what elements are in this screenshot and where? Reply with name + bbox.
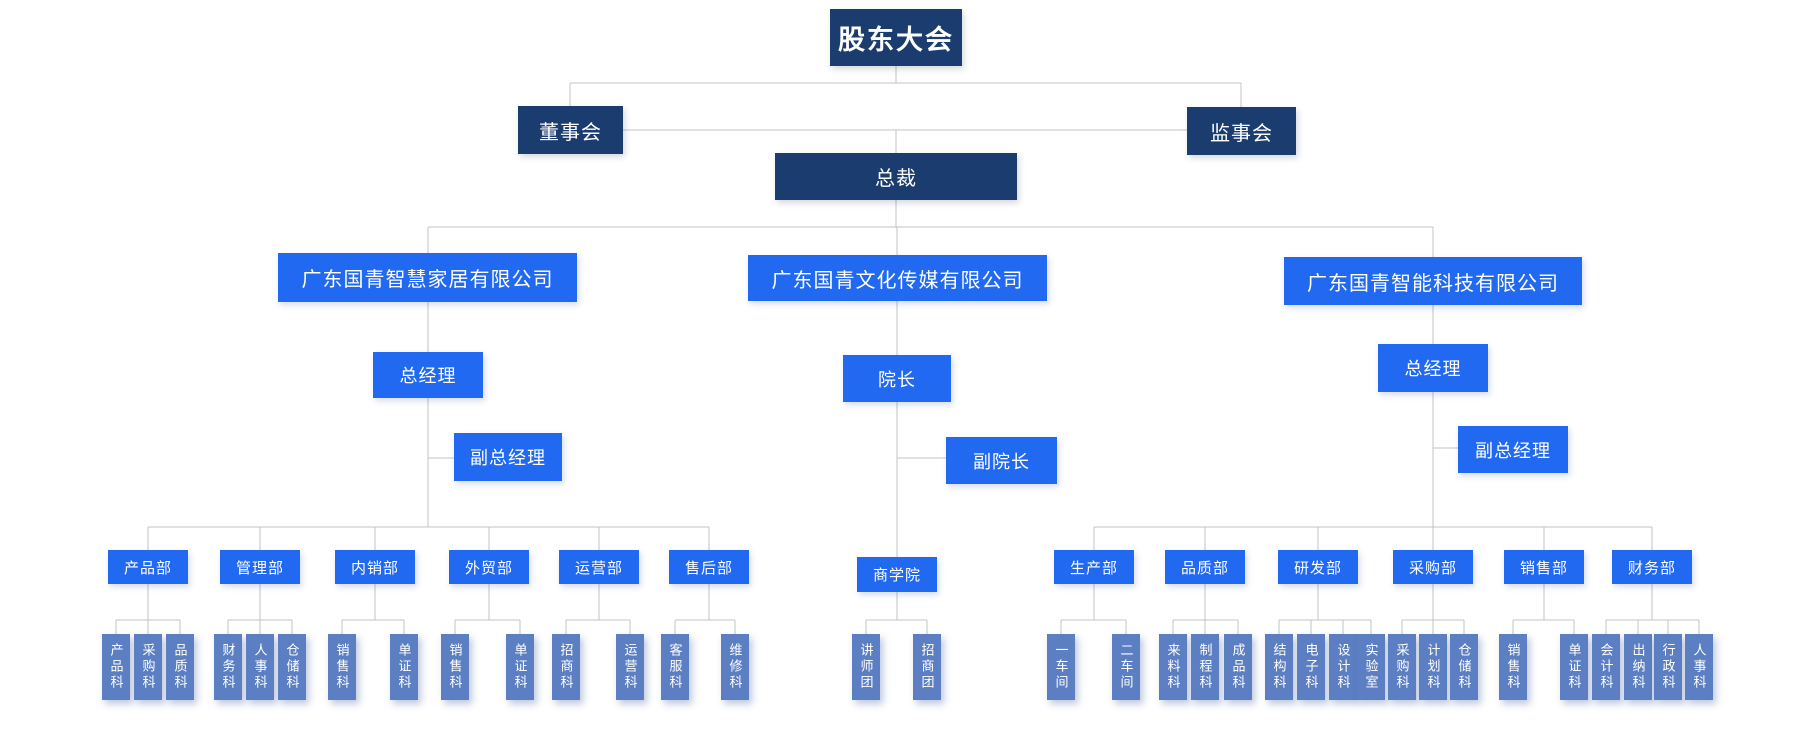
node-section-design: 设计科 [1329, 634, 1357, 700]
node-section-purchasing: 采购科 [1388, 634, 1416, 700]
node-president: 总裁 [775, 153, 1017, 200]
node-dept-quality: 品质部 [1165, 550, 1245, 584]
node-deputy-general-manager-1: 副总经理 [454, 433, 562, 481]
node-section-product: 产品科 [102, 634, 130, 700]
node-section-incoming-material: 来料科 [1159, 634, 1187, 700]
node-dean: 院长 [843, 355, 951, 402]
node-subsidiary-smart-tech: 广东国青智能科技有限公司 [1284, 257, 1582, 305]
node-section-merchants: 招商科 [552, 634, 580, 700]
node-general-manager-1: 总经理 [373, 352, 483, 398]
node-dept-after-sales: 售后部 [669, 550, 749, 584]
node-section-finished-goods: 成品科 [1224, 634, 1252, 700]
node-general-manager-3: 总经理 [1378, 344, 1488, 392]
node-subsidiary-smart-home: 广东国青智慧家居有限公司 [278, 253, 577, 302]
node-section-process: 制程科 [1191, 634, 1219, 700]
node-section-purchasing: 采购科 [134, 634, 162, 700]
node-board-of-directors: 董事会 [518, 106, 623, 154]
node-dept-product: 产品部 [108, 550, 188, 584]
node-dept-finance: 财务部 [1612, 550, 1692, 584]
node-subsidiary-culture-media: 广东国青文化传媒有限公司 [748, 255, 1047, 301]
node-dept-production: 生产部 [1054, 550, 1134, 584]
node-section-hr: 人事科 [246, 634, 274, 700]
node-dept-domestic-sales: 内销部 [335, 550, 415, 584]
node-section-customer-service: 客服科 [661, 634, 689, 700]
node-section-documentation: 单证科 [506, 634, 534, 700]
node-deputy-dean: 副院长 [946, 437, 1057, 484]
node-section-sales: 销售科 [328, 634, 356, 700]
node-section-administration: 行政科 [1654, 634, 1682, 700]
node-dept-purchasing: 采购部 [1393, 550, 1473, 584]
node-dept-rd: 研发部 [1278, 550, 1358, 584]
node-section-repair: 维修科 [721, 634, 749, 700]
node-section-lecturers: 讲师团 [852, 634, 880, 700]
node-section-sales: 销售科 [441, 634, 469, 700]
node-section-laboratory: 实验室 [1357, 634, 1385, 700]
node-section-structure: 结构科 [1265, 634, 1293, 700]
node-section-sales: 销售科 [1499, 634, 1527, 700]
node-deputy-general-manager-3: 副总经理 [1458, 426, 1568, 473]
node-section-warehouse: 仓储科 [1450, 634, 1478, 700]
node-section-documentation: 单证科 [1560, 634, 1588, 700]
node-dept-business-school: 商学院 [857, 557, 937, 592]
node-section-planning: 计划科 [1419, 634, 1447, 700]
node-section-operations: 运营科 [616, 634, 644, 700]
node-section-cashier: 出纳科 [1624, 634, 1652, 700]
node-dept-foreign-trade: 外贸部 [449, 550, 529, 584]
node-dept-operations: 运营部 [559, 550, 639, 584]
node-section-merchants-group: 招商团 [913, 634, 941, 700]
node-section-hr: 人事科 [1685, 634, 1713, 700]
node-dept-sales: 销售部 [1504, 550, 1584, 584]
node-section-accounting: 会计科 [1592, 634, 1620, 700]
node-section-documentation: 单证科 [390, 634, 418, 700]
node-dept-management: 管理部 [220, 550, 300, 584]
node-section-finance: 财务科 [214, 634, 242, 700]
node-section-electronics: 电子科 [1297, 634, 1325, 700]
node-section-workshop-2: 二车间 [1112, 634, 1140, 700]
node-section-quality: 品质科 [166, 634, 194, 700]
node-shareholders-meeting: 股东大会 [830, 9, 962, 66]
node-section-warehouse: 仓储科 [278, 634, 306, 700]
node-supervisory-board: 监事会 [1187, 107, 1296, 155]
node-section-workshop-1: 一车间 [1047, 634, 1075, 700]
